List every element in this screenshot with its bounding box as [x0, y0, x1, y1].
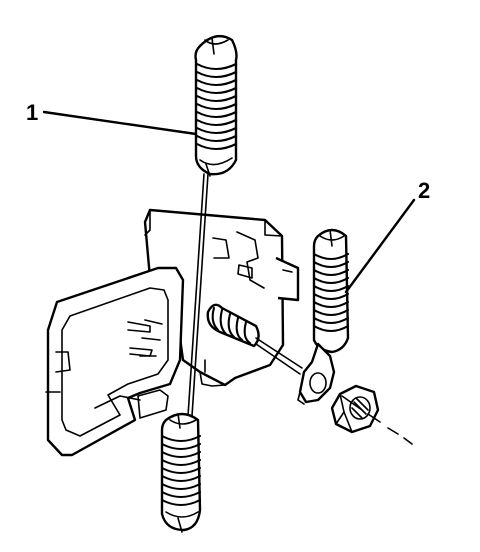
adjuster-screw: [206, 303, 303, 375]
callout-2-leader: [344, 198, 416, 294]
assembly-centerline: [341, 395, 413, 445]
lower-spring: [160, 412, 202, 533]
callout-1-leader: [42, 110, 198, 136]
hex-nut: [330, 384, 380, 434]
right-spring: [297, 228, 350, 405]
callout-1-label: 1: [26, 100, 38, 125]
upper-spring: [187, 34, 238, 417]
callout-2-label: 2: [418, 178, 430, 203]
